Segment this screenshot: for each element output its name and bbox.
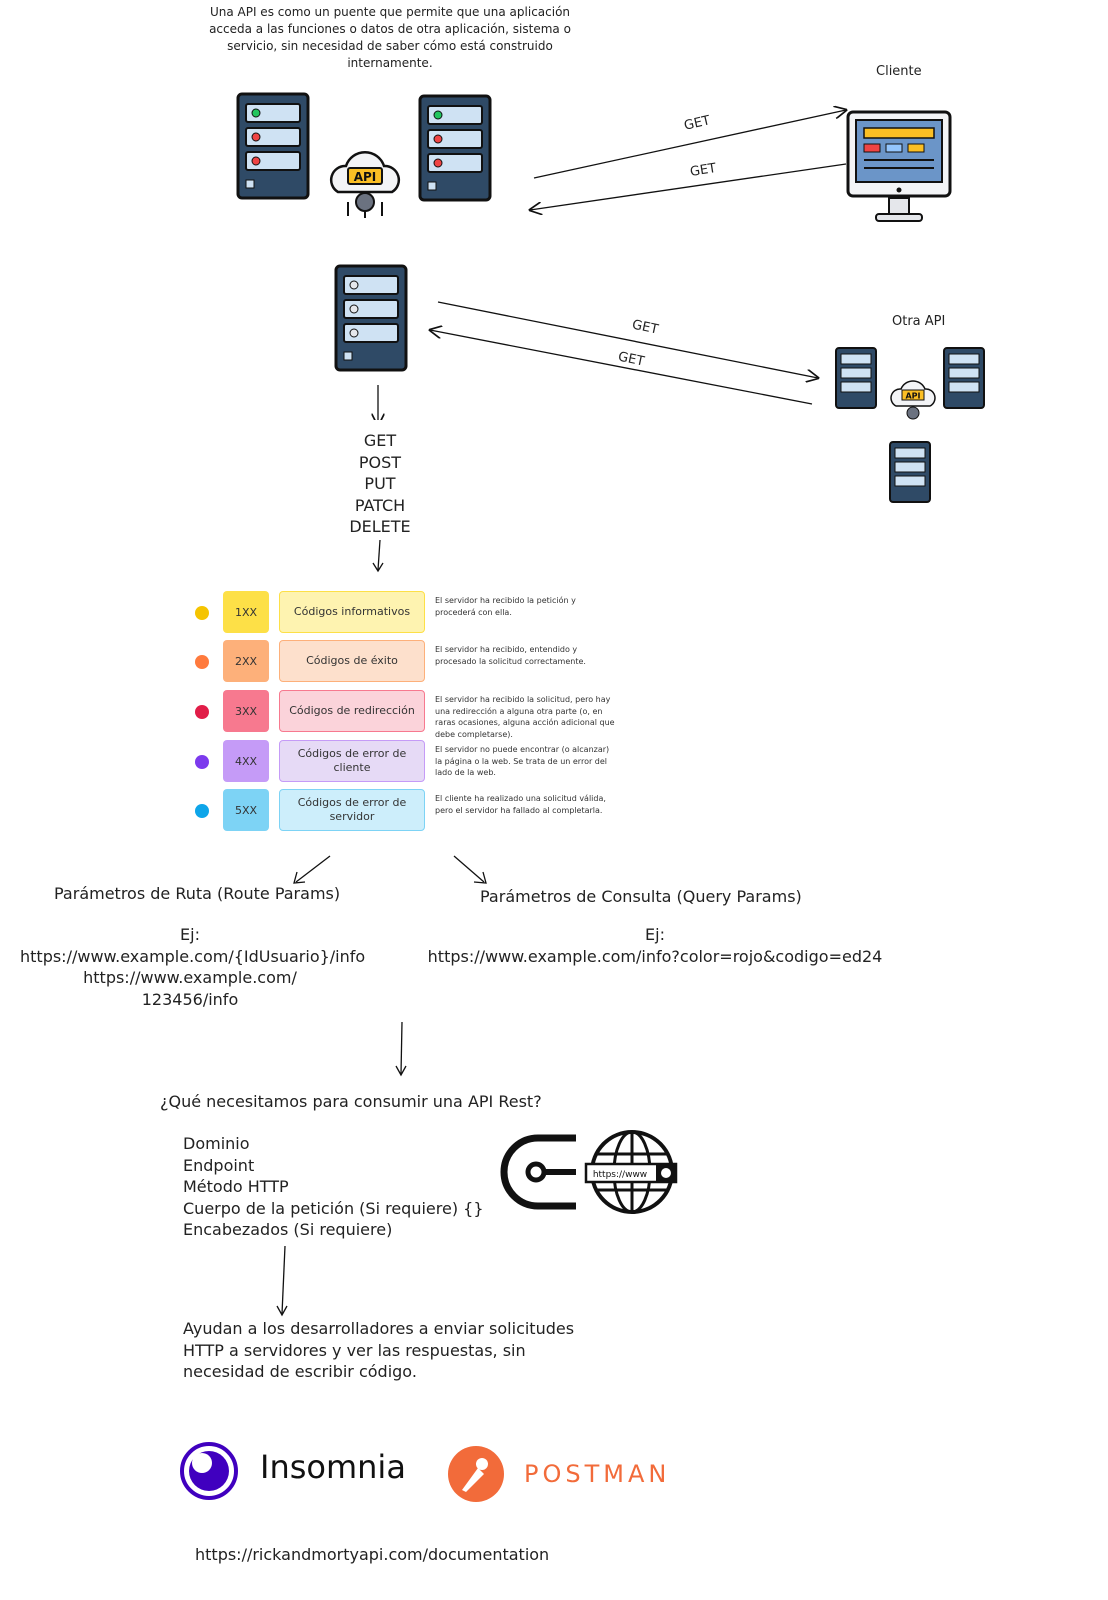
status-description: El servidor no puede encontrar (o alcanz… (435, 745, 610, 777)
example-url: https://www.example.com/ (83, 968, 297, 987)
needs-item: Método HTTP (183, 1177, 289, 1196)
arrow-down (276, 1245, 288, 1317)
server-icon (418, 94, 492, 202)
svg-text:API: API (905, 392, 920, 401)
status-category: Códigos informativos (279, 591, 425, 633)
other-api-cluster: API (835, 347, 985, 503)
other-api-label: Otra API (892, 314, 946, 329)
postman-logo-icon (448, 1446, 504, 1502)
api-cloud-icon: API (890, 380, 936, 420)
web-badge-label: https://www (593, 1170, 647, 1180)
query-params-title: Parámetros de Consulta (Query Params) (480, 887, 802, 906)
needs-item: Cuerpo de la petición (Si requiere) {} (183, 1198, 484, 1218)
status-description: El cliente ha realizado una solicitud vá… (435, 794, 606, 815)
status-description: El servidor ha recibido, entendido y pro… (435, 645, 586, 666)
status-dot (195, 705, 209, 719)
documentation-link[interactable]: https://rickandmortyapi.com/documentatio… (195, 1545, 550, 1564)
query-params-example: Ej: https://www.example.com/info?color=r… (420, 924, 890, 967)
method-patch: PATCH (354, 495, 406, 515)
status-code: 5XX (223, 789, 269, 831)
insomnia-logo-icon (180, 1442, 238, 1500)
status-code: 4XX (223, 740, 269, 782)
endpoint-web-icons: https://www (500, 1130, 678, 1214)
intro-text: Una API es como un puente que permite qu… (209, 5, 571, 70)
server-icon (943, 347, 985, 409)
server-icon (236, 92, 310, 200)
needs-item: Endpoint (183, 1155, 255, 1175)
needs-item: Dominio (183, 1134, 250, 1153)
tools-description: Ayudan a los desarrolladores a enviar so… (183, 1319, 575, 1381)
example-url: 123456/info (141, 989, 239, 1009)
status-category: Códigos de éxito (279, 640, 425, 682)
status-dot (195, 804, 209, 818)
method-post: POST (358, 452, 402, 472)
needs-item: Encabezados (Si requiere) (183, 1220, 393, 1239)
example-url: https://www.example.com/info?color=rojo&… (427, 946, 883, 966)
status-description: El servidor ha recibido la petición y pr… (435, 596, 576, 617)
status-dot (195, 655, 209, 669)
status-code: 3XX (223, 690, 269, 732)
endpoint-icon (500, 1134, 576, 1210)
api-badge-label: API (354, 170, 377, 184)
needs-list: Dominio Endpoint Método HTTP Cuerpo de l… (183, 1133, 484, 1241)
server-icon (334, 264, 408, 372)
status-category: Códigos de error de cliente (279, 740, 425, 782)
status-category: Códigos de redirección (279, 690, 425, 732)
server-icon (835, 347, 877, 409)
status-code: 1XX (223, 591, 269, 633)
example-url: https://www.example.com/{IdUsuario}/info (20, 946, 366, 966)
example-label: Ej: (180, 925, 200, 944)
status-description: El servidor ha recibido la solicitud, pe… (435, 695, 615, 739)
client-label: Cliente (876, 64, 922, 79)
needs-question: ¿Qué necesitamos para consumir una API R… (160, 1092, 542, 1111)
route-params-example: Ej: https://www.example.com/{IdUsuario}/… (20, 924, 366, 1010)
status-dot (195, 606, 209, 620)
api-cloud-icon: API (329, 151, 401, 218)
method-put: PUT (364, 474, 396, 493)
arrow-down (372, 539, 384, 573)
api-cluster-top: API (236, 92, 492, 218)
arrow-down (395, 1021, 407, 1077)
arrows-params (293, 855, 487, 884)
example-label: Ej: (645, 925, 665, 944)
server-icon (889, 441, 931, 503)
method-get: GET (363, 431, 397, 450)
http-methods-list: GET POST PUT PATCH DELETE (320, 430, 440, 538)
arrows-top (0, 0, 1108, 420)
route-params-title: Parámetros de Ruta (Route Params) (54, 884, 341, 903)
method-delete: DELETE (349, 517, 411, 536)
status-dot (195, 755, 209, 769)
status-code: 2XX (223, 640, 269, 682)
client-computer-icon (846, 110, 952, 222)
insomnia-brand: Insomnia (260, 1448, 406, 1486)
status-category: Códigos de error de servidor (279, 789, 425, 831)
postman-brand: POSTMAN (524, 1460, 671, 1488)
